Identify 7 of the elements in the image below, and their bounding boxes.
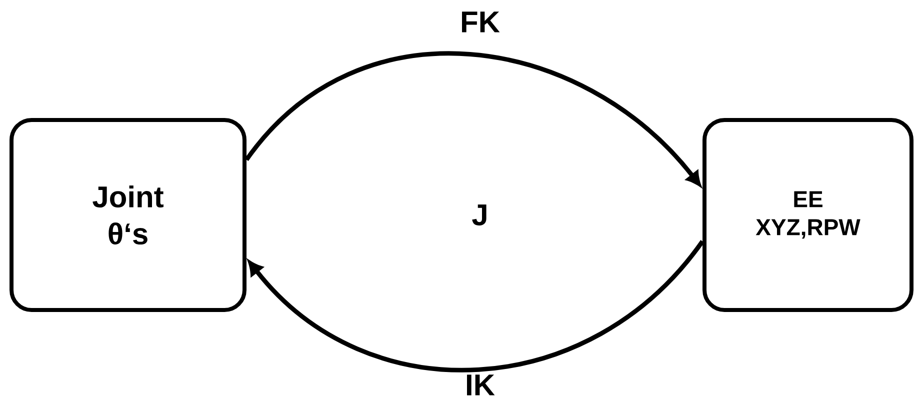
arrow bbox=[248, 240, 704, 372]
edge-label: IK bbox=[467, 374, 495, 396]
process-box: Joint θ‘s bbox=[10, 118, 246, 312]
process-box: EE XYZ,RPW bbox=[702, 118, 914, 312]
arrow bbox=[244, 52, 701, 186]
label: J bbox=[472, 204, 486, 226]
edge-label: FK bbox=[462, 12, 500, 32]
